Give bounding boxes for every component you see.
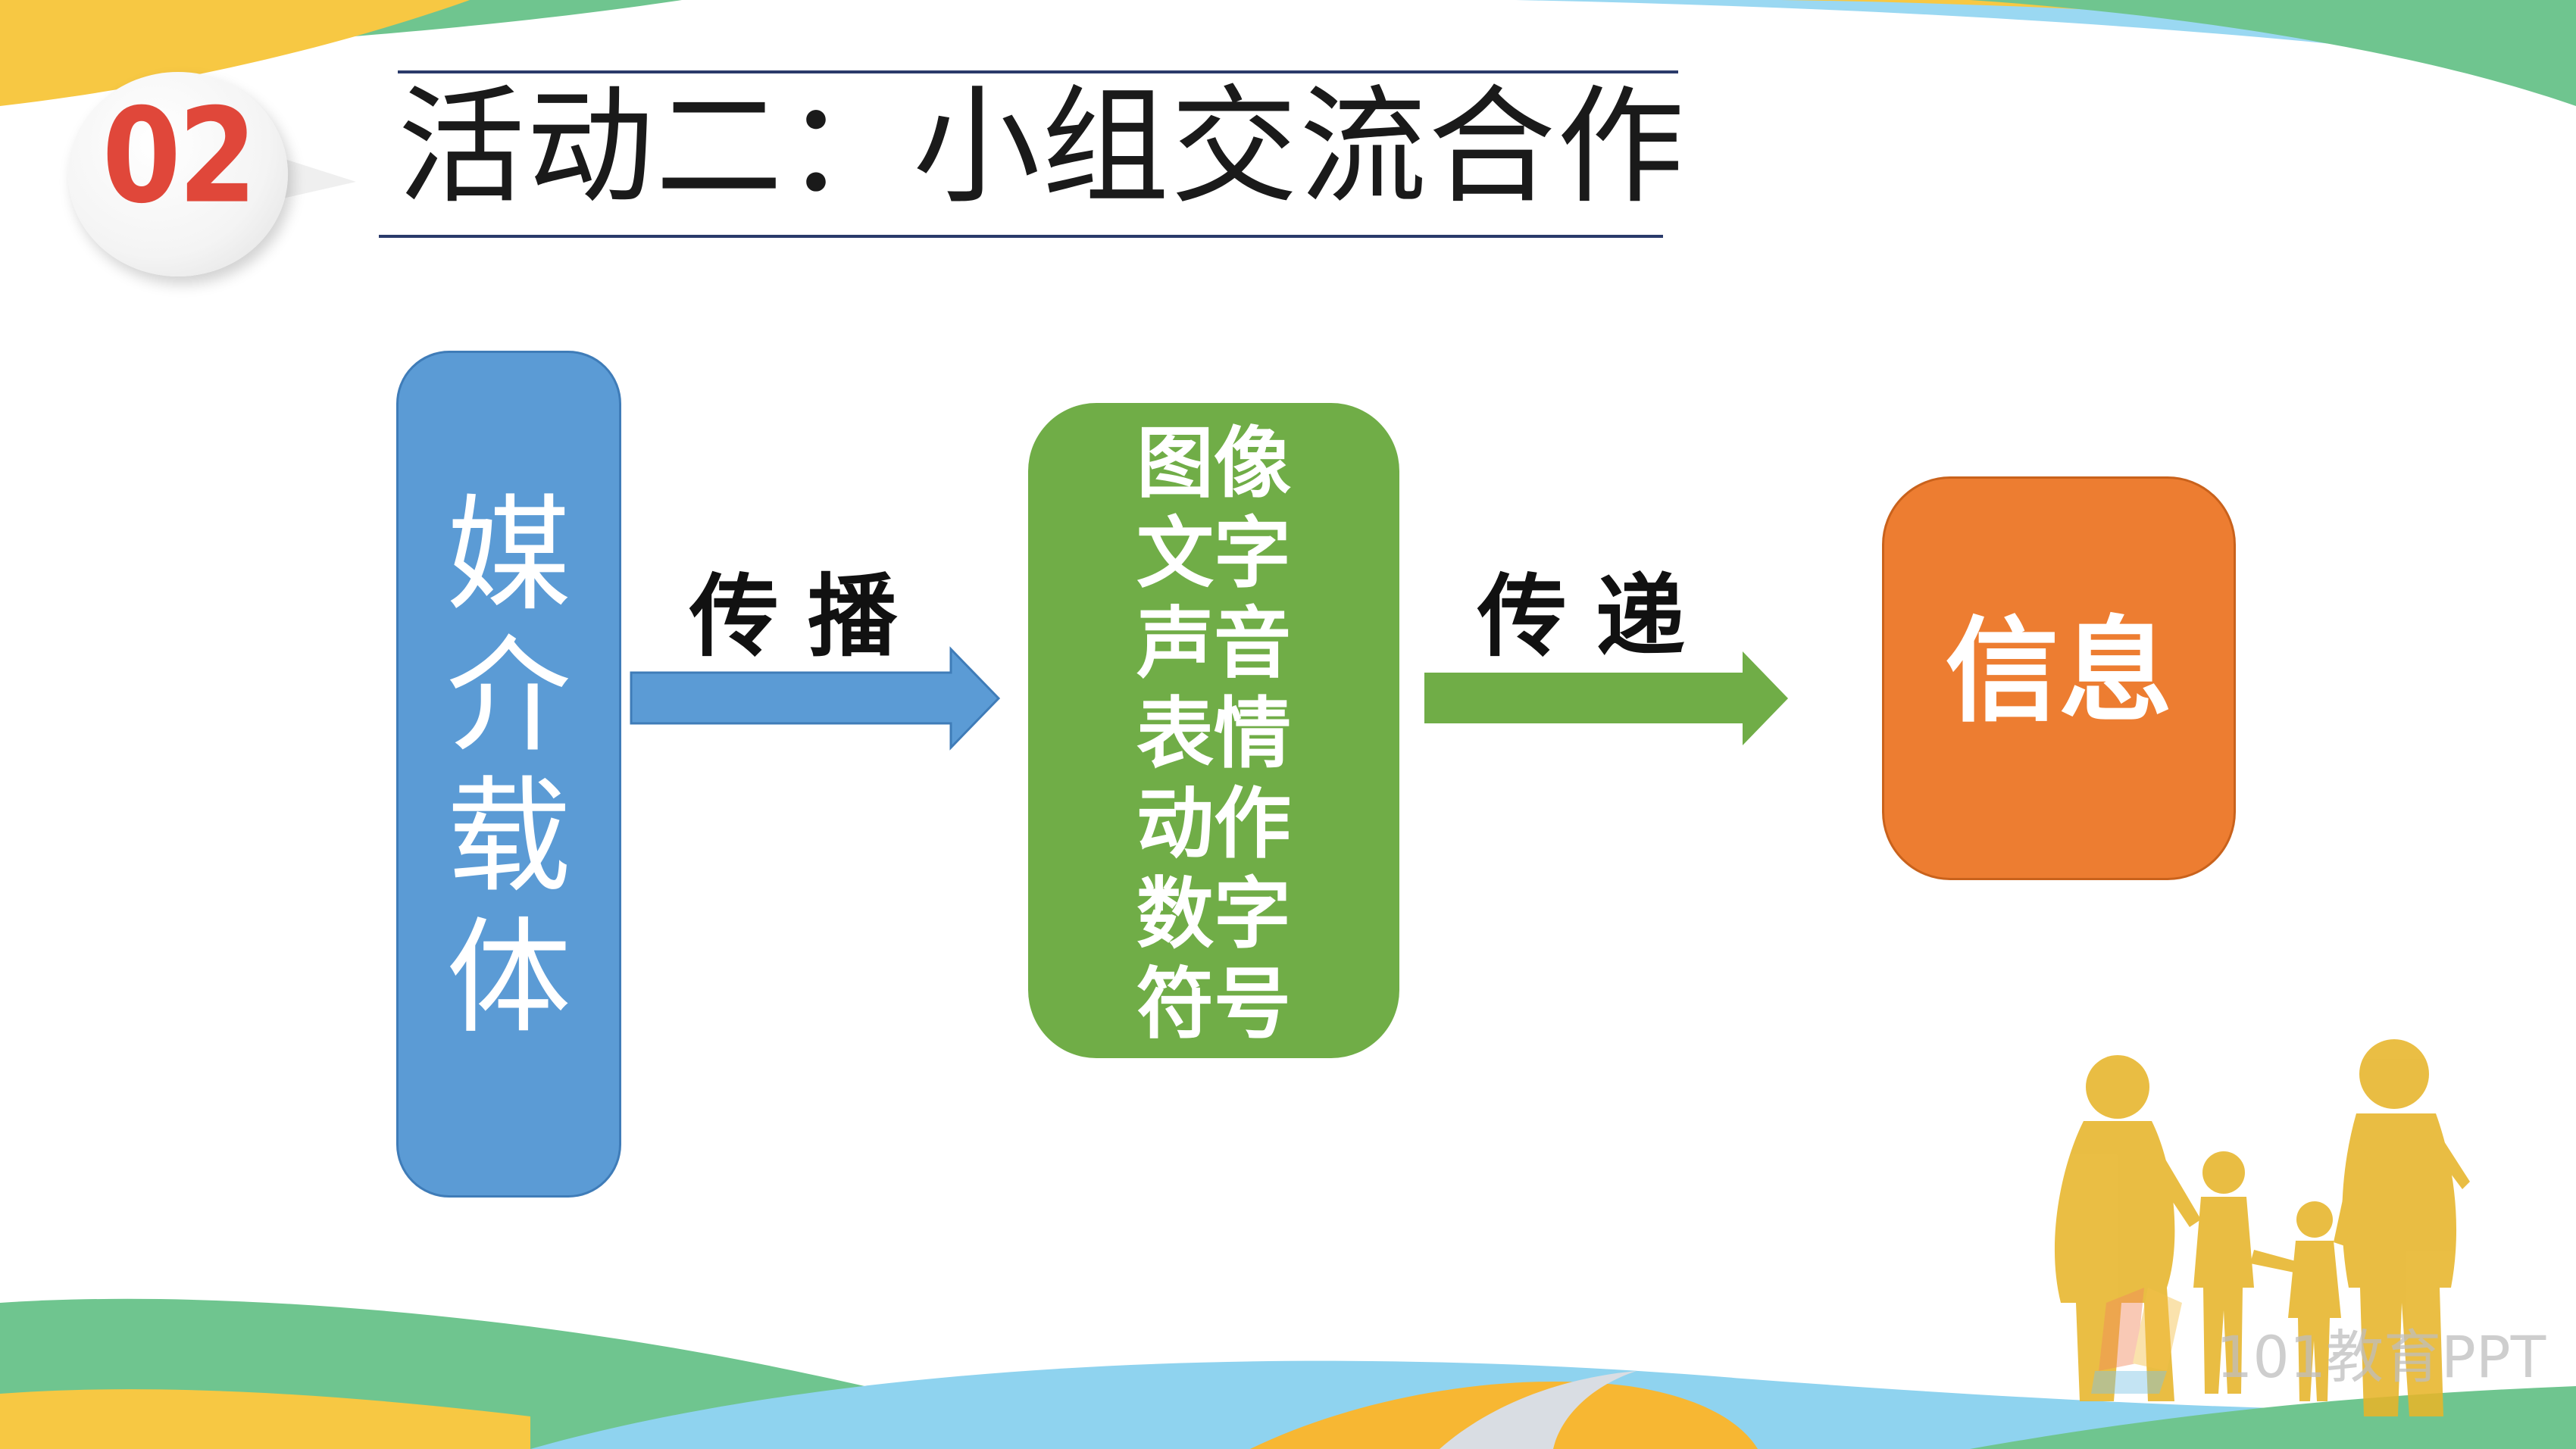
information-forms-box <box>1028 403 1399 1058</box>
slide-title: 活动二：小组交流合作 <box>398 73 1686 221</box>
badge-pointer <box>273 155 356 201</box>
media-carrier-char: 媒 <box>446 482 571 628</box>
media-carrier-box <box>396 351 621 1198</box>
media-carrier-char: 介 <box>446 623 571 769</box>
family-silhouette-icon <box>2054 1039 2470 1416</box>
media-carrier-char: 体 <box>446 905 571 1051</box>
media-carrier-char: 载 <box>446 764 571 910</box>
information-box <box>1882 476 2236 880</box>
bottom-left-yellow-strip <box>0 1389 530 1449</box>
information-form-item: 图像 <box>1136 419 1291 509</box>
information-form-item: 符号 <box>1136 960 1291 1050</box>
section-badge <box>68 72 288 276</box>
arrow-propagate <box>630 646 1001 751</box>
information-form-item: 数字 <box>1136 870 1291 960</box>
information-form-item: 文字 <box>1136 509 1291 599</box>
information-form-item: 表情 <box>1136 689 1291 779</box>
information-label: 信息 <box>1945 606 2173 738</box>
watermark-logo-icon <box>2091 1288 2182 1394</box>
information-forms-list: 图像 文字 声音 表情 动作 数字 符号 <box>1028 419 1399 1050</box>
bottom-road <box>1440 1371 1637 1449</box>
watermark-text: 101教育PPT <box>2216 1323 2546 1391</box>
information-form-item: 动作 <box>1136 779 1291 870</box>
arrow-propagate-label: 传播 <box>689 564 927 669</box>
media-carrier-label: 媒 介 载 体 <box>396 485 621 1048</box>
top-left-yellow-wave <box>0 0 470 106</box>
information-form-item: 声音 <box>1136 599 1291 689</box>
arrow-transmit-label: 传递 <box>1477 564 1715 669</box>
arrow-transmit <box>1424 651 1788 745</box>
top-right-green-wave <box>1970 0 2576 106</box>
section-badge-number: 02 <box>102 80 258 233</box>
